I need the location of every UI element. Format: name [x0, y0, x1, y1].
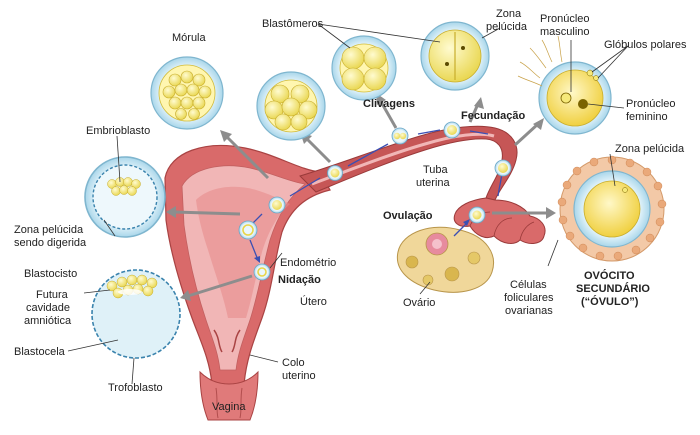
- label-futura-3: amniótica: [24, 315, 72, 327]
- label-futura-2: cavidade: [26, 302, 70, 314]
- label-morula: Mórula: [172, 32, 207, 44]
- oocyte-cytoplasm: [583, 180, 641, 238]
- path-segment-4: [347, 143, 389, 167]
- label-embrioblasto: Embrioblasto: [86, 125, 150, 137]
- ovary-follicle-small-2: [444, 266, 460, 282]
- ovulation-arrowhead: [463, 219, 470, 226]
- label-pronucleo-masc-1: Pronúcleo: [540, 13, 590, 25]
- label-blastocisto: Blastocisto: [24, 268, 77, 280]
- arrow-to-blastocyst: [166, 206, 176, 218]
- blastocyst-early-enlarged: [84, 156, 166, 238]
- blastocyst-small-core: [242, 224, 254, 236]
- ovary-follicle-small-1: [405, 255, 419, 269]
- four-cell-core: [330, 168, 340, 178]
- leader-lines: [67, 23, 629, 385]
- implanting-blastocyst-core: [257, 267, 267, 277]
- ovary: [396, 226, 494, 293]
- label-celulas-1: Células: [510, 279, 547, 291]
- fertilized-oocyte-core: [498, 163, 508, 173]
- cervix-folds: [213, 329, 241, 353]
- two-cell-enlarged: [420, 21, 490, 91]
- arrow-to-pronuclei: [533, 118, 544, 130]
- arrow-to-zygote: [474, 97, 484, 109]
- tube-embryos: [238, 121, 512, 281]
- label-futura-1: Futura: [36, 289, 69, 301]
- label-ovocito-2: SECUNDÁRIO: [576, 282, 650, 295]
- label-zona-top-1: Zona: [496, 8, 522, 20]
- female-pronucleus: [578, 99, 588, 109]
- labels: Mórula Blastômeros Zona pelúcida Pronúcl…: [14, 8, 687, 413]
- arrow-to-morula: [220, 130, 232, 142]
- label-blastomeros: Blastômeros: [262, 18, 324, 30]
- path-segment-5: [289, 177, 321, 197]
- label-pronucleo-masc-2: masculino: [540, 26, 590, 38]
- ovary-body: [396, 226, 494, 293]
- vagina-folds: [215, 387, 243, 419]
- label-ovocito-1: OVÓCITO: [584, 269, 635, 282]
- tube-body: [299, 125, 518, 201]
- path-arrowhead: [254, 256, 260, 263]
- label-fecundacao: Fecundação: [461, 110, 525, 122]
- label-clivagens: Clivagens: [363, 98, 415, 110]
- oocyte-enlarged: [557, 155, 667, 262]
- label-utero: Útero: [300, 295, 327, 308]
- label-endometrio: Endométrio: [280, 257, 336, 269]
- arrow-to-oocyte: [546, 207, 556, 219]
- arrow-to-blastocyst-late: [180, 290, 191, 301]
- path-segment-7: [249, 239, 259, 261]
- label-colo-1: Colo: [282, 357, 305, 369]
- polar-body-2: [593, 75, 599, 81]
- sperm-tails: [517, 35, 563, 87]
- path-segment-6: [251, 213, 263, 225]
- polar-body-1: [586, 69, 594, 77]
- label-celulas-2: foliculares: [504, 292, 554, 304]
- label-tuba-2: uterina: [416, 177, 451, 189]
- label-trofoblasto: Trofoblasto: [108, 382, 163, 394]
- ovulated-oocyte-core: [472, 210, 482, 220]
- label-pronucleo-fem-2: feminino: [626, 111, 668, 123]
- amniotic-cavity: [118, 289, 142, 295]
- label-colo-2: uterino: [282, 370, 316, 382]
- label-globulos-polares: Glóbulos polares: [604, 39, 687, 51]
- ovary-follicle-small-4: [422, 274, 434, 286]
- label-vagina: Vagina: [212, 401, 246, 413]
- migration-path: [249, 129, 504, 263]
- blastocyst-late-enlarged: [91, 269, 181, 359]
- label-tuba-1: Tuba: [423, 164, 449, 176]
- ovary-follicle-core: [432, 239, 442, 249]
- path-segment-3: [417, 129, 441, 135]
- label-pronucleo-fem-1: Pronúcleo: [626, 98, 676, 110]
- path-segment-2: [469, 130, 489, 135]
- tube-lumen: [311, 132, 495, 186]
- magnify-arrows: [166, 93, 556, 301]
- morula-enlarged: [150, 56, 224, 130]
- label-zona-right: Zona pelúcida: [615, 143, 685, 155]
- label-zona-digerida-1: Zona pelúcida: [14, 224, 84, 236]
- pronuclei-enlarged: [517, 35, 612, 135]
- two-cell-b: [399, 132, 407, 140]
- blastomeres-8-enlarged: [256, 71, 326, 141]
- label-nidacao: Nidação: [278, 274, 321, 286]
- label-blastocela: Blastocela: [14, 346, 66, 358]
- ovary-follicle-small-3: [467, 251, 481, 265]
- label-zona-top-2: pelúcida: [486, 21, 528, 33]
- label-ovocito-3: (“ÓVULO”): [581, 295, 639, 308]
- two-cell-a: [393, 132, 401, 140]
- blastomeres-4-enlarged: [331, 35, 397, 101]
- label-ovulacao: Ovulação: [383, 210, 433, 222]
- label-celulas-3: ovarianas: [505, 305, 553, 317]
- male-pronucleus: [560, 92, 572, 104]
- label-ovario: Ovário: [403, 297, 435, 309]
- morula-small-core: [272, 200, 282, 210]
- vagina-shape: [199, 370, 259, 421]
- zygote-core: [447, 125, 457, 135]
- label-zona-digerida-2: sendo digerida: [14, 237, 87, 249]
